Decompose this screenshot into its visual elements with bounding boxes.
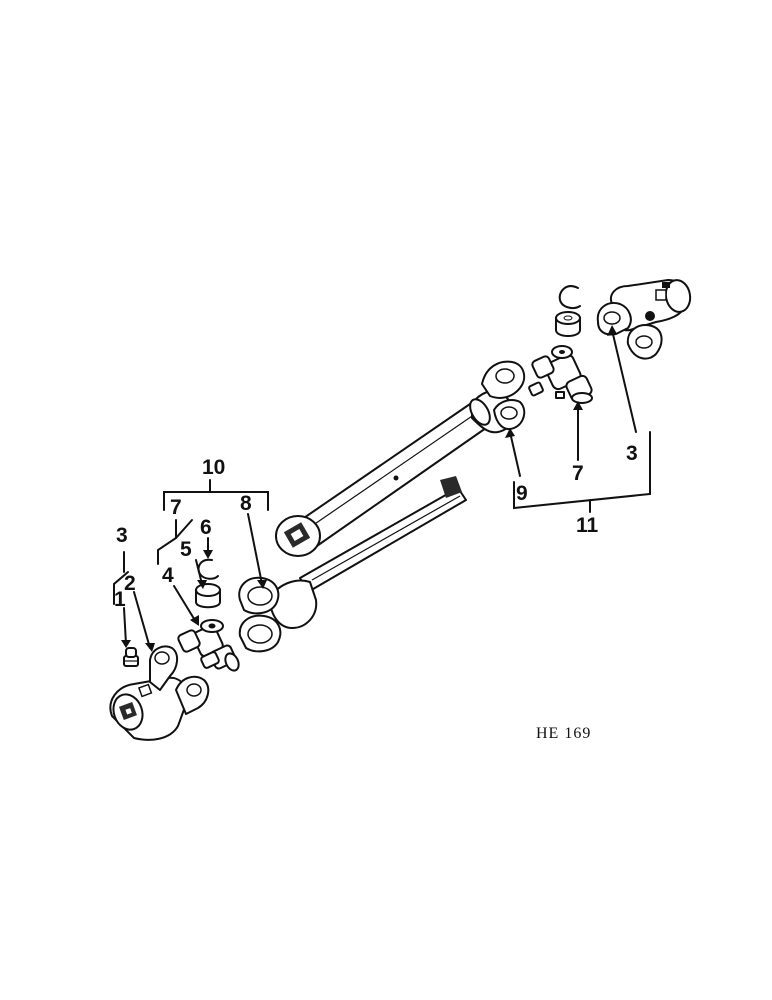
end-yoke-right [596, 279, 692, 360]
callout-3-right: 3 [626, 442, 638, 465]
snap-ring-left [197, 558, 219, 580]
end-yoke-left [109, 645, 210, 741]
callout-8: 8 [240, 492, 252, 515]
callout-10: 9 [516, 482, 528, 505]
drawing-code: HE 169 [536, 725, 591, 742]
callout-3-left: 3 [116, 524, 128, 547]
callout-4: 4 [162, 564, 174, 587]
tube-yoke [469, 360, 526, 434]
outer-tube [275, 403, 487, 557]
bearing-cup-right [555, 311, 581, 337]
bearing-cup-left [195, 583, 221, 609]
callout-6: 6 [200, 516, 212, 539]
cross-bearing-right [528, 345, 593, 404]
leader-lines [113, 325, 651, 652]
callout-2: 2 [124, 572, 136, 595]
cross-bearing-left [177, 619, 240, 672]
callout-9: 10 [202, 456, 225, 479]
callout-11: 11 [576, 514, 599, 537]
snap-ring-right [558, 285, 581, 309]
callout-labels: 10 7 8 6 5 3 2 4 1 9 7 3 11 HE 169 [114, 442, 638, 742]
shaft-yoke [238, 576, 318, 653]
grease-fitting [123, 647, 139, 667]
callout-1: 1 [114, 588, 126, 611]
callout-7-left: 7 [170, 496, 182, 519]
callout-5: 5 [180, 538, 192, 561]
callout-7-right: 7 [572, 462, 584, 485]
